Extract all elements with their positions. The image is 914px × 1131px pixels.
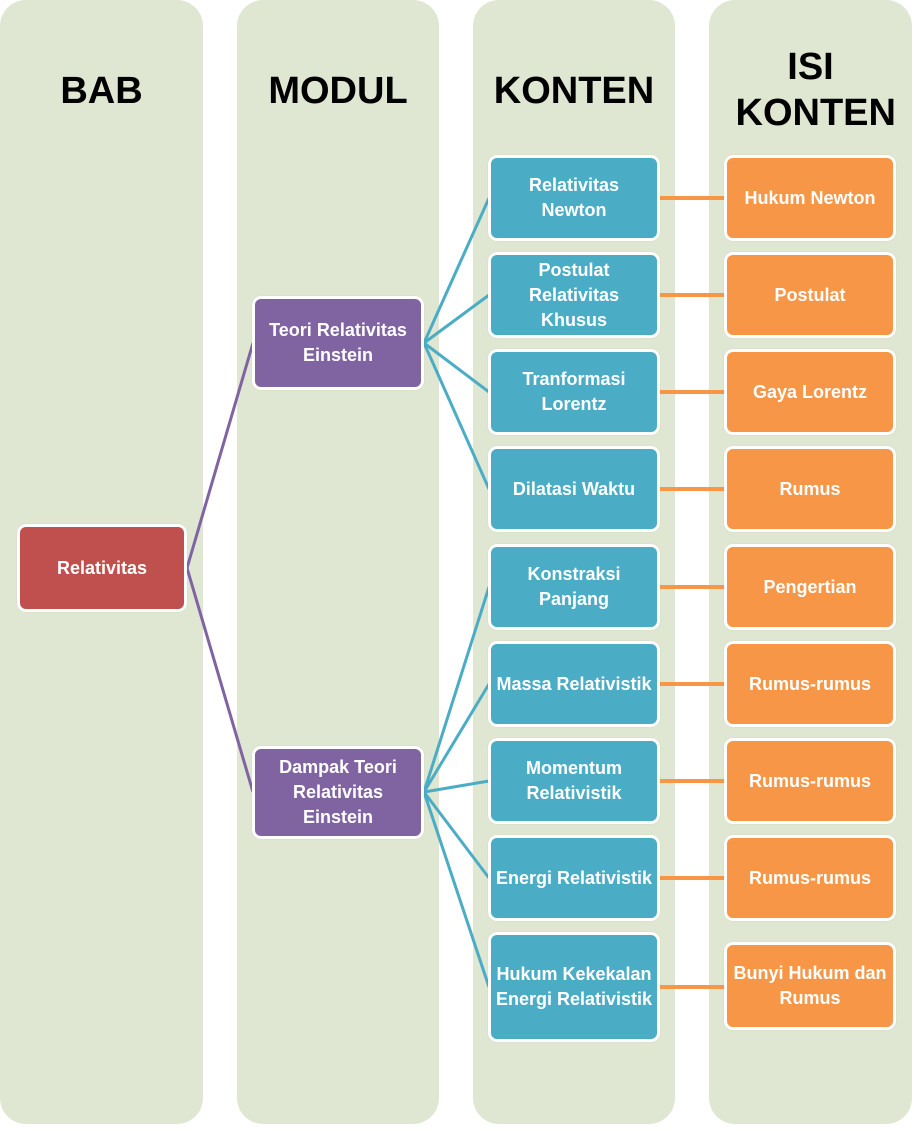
node-konten-energi-relativistik[interactable]: Energi Relativistik bbox=[488, 835, 660, 921]
bab-modul-connectors bbox=[185, 342, 255, 793]
node-konten-tranformasi-lorentz[interactable]: Tranformasi Lorentz bbox=[488, 349, 660, 435]
node-isi-rumus-rumus[interactable]: Rumus-rumus bbox=[724, 835, 896, 921]
modul-konten-connectors bbox=[422, 197, 491, 988]
connector-modul-konten-0 bbox=[422, 197, 491, 344]
node-konten-relativitas-newton[interactable]: Relativitas Newton bbox=[488, 155, 660, 241]
connector-modul-konten-4 bbox=[422, 586, 491, 793]
connector-modul-konten-5 bbox=[422, 683, 491, 793]
node-isi-gaya-lorentz[interactable]: Gaya Lorentz bbox=[724, 349, 896, 435]
node-isi-postulat[interactable]: Postulat bbox=[724, 252, 896, 338]
node-konten-konstraksi-panjang[interactable]: Konstraksi Panjang bbox=[488, 544, 660, 630]
node-isi-rumus-rumus[interactable]: Rumus-rumus bbox=[724, 641, 896, 727]
column-modul: MODUL bbox=[237, 0, 439, 1124]
node-isi-pengertian[interactable]: Pengertian bbox=[724, 544, 896, 630]
konten-isi-connectors bbox=[660, 196, 725, 989]
node-konten-dilatasi-waktu[interactable]: Dilatasi Waktu bbox=[488, 446, 660, 532]
column-title-konten: KONTEN bbox=[493, 70, 655, 112]
node-konten-postulat-relativitas-khusus[interactable]: Postulat Relativitas Khusus bbox=[488, 252, 660, 338]
node-konten-hukum-kekekalan-energi-relativistik[interactable]: Hukum Kekekalan Energi Relativistik bbox=[488, 932, 660, 1042]
column-title-bab: BAB bbox=[60, 70, 143, 112]
node-bab-relativitas[interactable]: Relativitas bbox=[17, 524, 187, 612]
node-isi-rumus[interactable]: Rumus bbox=[724, 446, 896, 532]
connector-bab-modul-0 bbox=[185, 342, 255, 569]
connector-modul-konten-8 bbox=[422, 791, 491, 988]
node-modul-teori-relativitas-einstein[interactable]: Teori Relativitas Einstein bbox=[252, 296, 424, 390]
node-isi-hukum-newton[interactable]: Hukum Newton bbox=[724, 155, 896, 241]
connector-bab-modul-1 bbox=[185, 567, 255, 793]
column-title-isi-konten: ISI KONTEN bbox=[735, 46, 896, 134]
connector-modul-konten-6 bbox=[423, 779, 490, 794]
connector-modul-konten-2 bbox=[423, 341, 490, 394]
column-title-modul: MODUL bbox=[268, 70, 408, 112]
node-modul-dampak-teori-relativitas-einstein[interactable]: Dampak Teori Relativitas Einstein bbox=[252, 746, 424, 839]
connector-modul-konten-7 bbox=[422, 791, 491, 879]
connector-modul-konten-3 bbox=[422, 342, 491, 490]
node-isi-bunyi-hukum-dan-rumus[interactable]: Bunyi Hukum dan Rumus bbox=[724, 942, 896, 1030]
connector-modul-konten-1 bbox=[423, 293, 490, 345]
node-konten-massa-relativistik[interactable]: Massa Relativistik bbox=[488, 641, 660, 727]
node-isi-rumus-rumus[interactable]: Rumus-rumus bbox=[724, 738, 896, 824]
node-konten-momentum-relativistik[interactable]: Momentum Relativistik bbox=[488, 738, 660, 824]
